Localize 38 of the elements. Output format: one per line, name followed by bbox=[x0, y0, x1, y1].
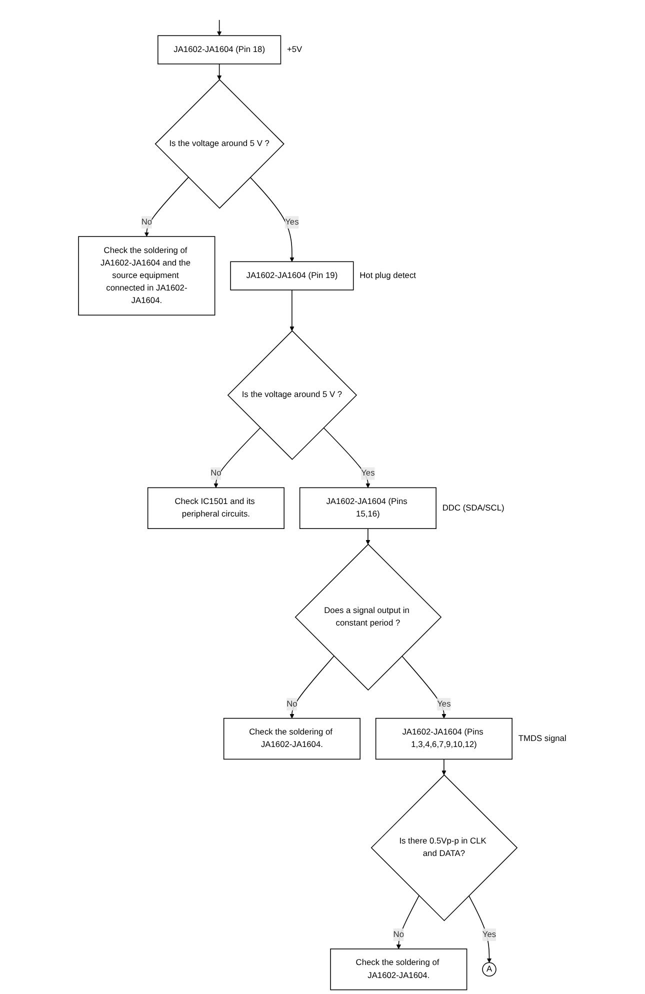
edge-label: Yes bbox=[437, 699, 451, 708]
node-box: JA1602-JA1604 (Pins 1,3,4,6,7,9,10,12) bbox=[375, 718, 512, 760]
edge-label: No bbox=[286, 699, 298, 708]
annotation-text: TMDS signal bbox=[518, 732, 566, 743]
annotation-text: Hot plug detect bbox=[360, 270, 416, 280]
arrow bbox=[290, 290, 294, 332]
node-box: Check the soldering of JA1602-JA1604. bbox=[330, 948, 468, 990]
node-box: Check the soldering of JA1602-JA1604 and the source equipment connected in JA1602-JA1604. bbox=[78, 236, 216, 316]
node-box: JA1602-JA1604 (Pins 15,16) bbox=[299, 487, 436, 529]
arrow bbox=[402, 656, 446, 719]
arrow bbox=[396, 895, 420, 950]
arrow bbox=[250, 176, 294, 262]
node-box: JA1602-JA1604 (Pin 19) bbox=[230, 261, 354, 290]
arrow bbox=[214, 427, 261, 488]
edge-label: No bbox=[141, 218, 152, 227]
node-circle: A bbox=[482, 962, 496, 976]
arrow bbox=[366, 528, 370, 544]
arrow bbox=[323, 427, 370, 488]
node-diamond: Does a signal output in constant period ? bbox=[294, 544, 442, 691]
edge-label: Yes bbox=[285, 218, 299, 227]
edge-label: Yes bbox=[482, 930, 496, 939]
node-diamond: Is the voltage around 5 V ? bbox=[227, 330, 358, 460]
edge-label: No bbox=[393, 930, 404, 939]
arrow bbox=[468, 895, 492, 963]
node-box: Check IC1501 and its peripheral circuits. bbox=[147, 487, 284, 529]
edge-label: Yes bbox=[361, 468, 375, 478]
arrow bbox=[290, 656, 334, 719]
annotation-text: DDC (SDA/SCL) bbox=[442, 502, 504, 512]
edge-label: No bbox=[210, 468, 222, 478]
node-diamond: Is there 0.5Vp-p in CLK and DATA? bbox=[370, 774, 518, 922]
arrow bbox=[217, 20, 222, 36]
arrow bbox=[144, 176, 189, 237]
node-box: Check the soldering of JA1602-JA1604. bbox=[223, 718, 360, 760]
node-diamond: Is the voltage around 5 V ? bbox=[154, 79, 284, 209]
annotation-text: +5V bbox=[287, 44, 302, 54]
arrow bbox=[217, 64, 222, 80]
arrow bbox=[442, 758, 446, 776]
node-box: JA1602-JA1604 (Pin 18) bbox=[158, 35, 282, 64]
